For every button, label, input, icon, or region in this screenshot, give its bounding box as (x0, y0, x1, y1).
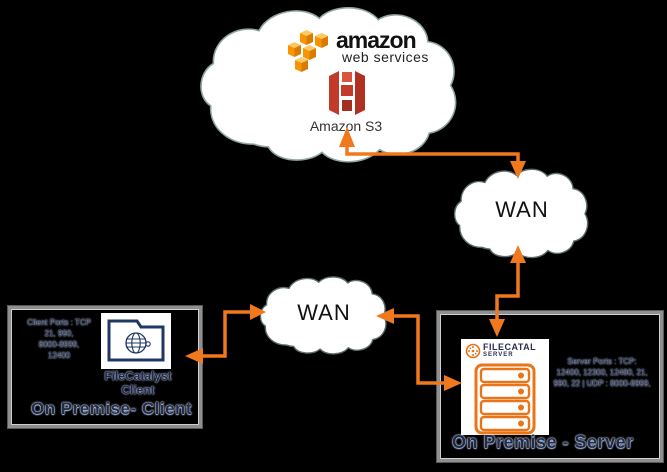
connector-s3-to-wan-right (339, 127, 526, 179)
arrowhead-right-into-server (444, 375, 462, 391)
aws-cloud-shape (196, 2, 464, 166)
arrowhead-up-into-wan-right (510, 245, 526, 263)
server-logo-text: FILECATAL (483, 342, 537, 352)
arrowhead-left-into-client (185, 348, 203, 364)
on-premise-client-box: Client Ports : TCP 21, 990, 8000-8999, 1… (8, 306, 202, 428)
server-logo-subtext: SERVER (483, 352, 514, 358)
arrowhead-right-into-wan-left (250, 304, 266, 320)
aws-brand-subtext: web services (342, 49, 429, 65)
filecatalyst-client-label: FileCatalyst Client (104, 369, 172, 397)
wan-cloud-right: WAN (452, 166, 592, 260)
on-premise-server-box: FILECATAL SERVER Server Ports : TCP: 124… (437, 311, 663, 462)
aws-cloud: amazon web services Amazon S3 (196, 2, 464, 166)
connector-wan-left-to-client (185, 304, 266, 364)
client-box-title: On Premise- Client (31, 399, 193, 418)
wan-left-label: WAN (297, 300, 351, 325)
server-stack-icon (474, 363, 536, 435)
wan-left-shape (258, 274, 390, 356)
server-ports-text: Server Ports : TCP: 12400, 12300, 12480,… (553, 357, 651, 388)
wan-right-label: WAN (495, 197, 549, 222)
connector-server-to-wan-left (376, 308, 462, 391)
filecatalyst-server-icon-card: FILECATAL SERVER (461, 339, 549, 435)
aws-brand-text: amazon (336, 27, 417, 53)
arrowhead-down-into-server (489, 319, 505, 337)
connector-wan-right-to-server (489, 245, 526, 337)
client-ports-text: Client Ports : TCP 21, 990, 8000-8999, 1… (27, 318, 91, 360)
server-box-title: On Premise - Server (452, 432, 634, 452)
aws-logo: amazon web services (288, 27, 429, 72)
filecatalyst-gear-icon (465, 343, 481, 359)
aws-cubes-icon (288, 30, 328, 72)
filecatalyst-client-icon-card (101, 313, 171, 369)
arrowhead-down-into-wan-right (510, 161, 526, 179)
amazon-s3-label: Amazon S3 (309, 118, 383, 134)
folder-globe-icon (107, 319, 165, 362)
wan-cloud-left: WAN (258, 274, 390, 356)
arrowhead-up-into-s3 (339, 127, 355, 147)
arrowhead-left-into-wan-left (376, 308, 394, 324)
amazon-s3-icon (329, 71, 365, 115)
